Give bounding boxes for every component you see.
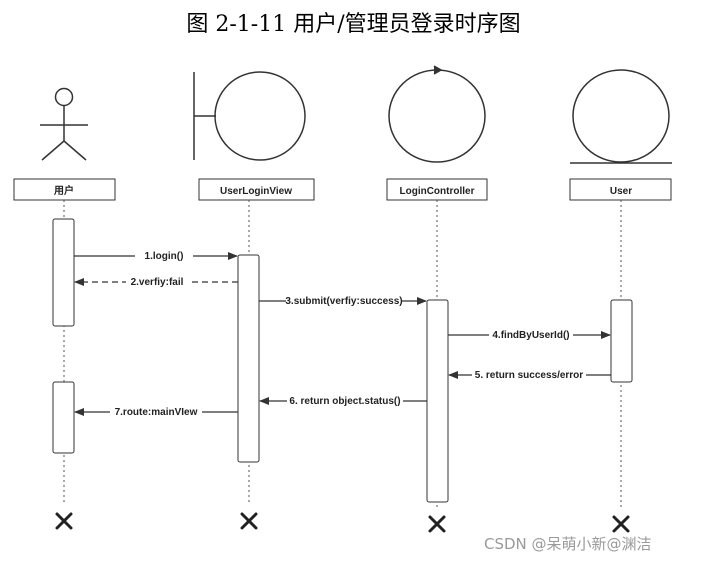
participant-box-user: 用户 xyxy=(13,178,116,201)
control-icon xyxy=(388,65,486,163)
message-label-7: 7.route:mainVIew xyxy=(115,407,198,418)
watermark: CSDN @呆萌小新@渊洁 xyxy=(484,535,652,553)
activation-bar xyxy=(426,299,449,503)
activation-bar xyxy=(52,218,75,327)
participant-label: LoginController xyxy=(400,186,475,197)
boundary-icon xyxy=(193,71,306,161)
activation-bar xyxy=(237,254,260,463)
participant-box-userloginview: UserLoginView xyxy=(198,178,315,201)
message-label-1: 1.login() xyxy=(145,251,184,262)
activation-bar xyxy=(610,299,633,383)
destroy-x-icon xyxy=(240,512,258,530)
destroy-x-icon xyxy=(55,512,73,530)
participant-label: UserLoginView xyxy=(220,186,292,197)
participant-label: 用户 xyxy=(53,184,74,197)
entity-icon xyxy=(570,69,672,164)
participant-box-logincontroller: LoginController xyxy=(386,178,488,201)
diagram-title: 图 2-1-11 用户/管理员登录时序图 xyxy=(186,12,521,37)
destroy-x-icon xyxy=(612,515,630,533)
participant-box-user-entity: User xyxy=(569,178,672,201)
message-label-4: 4.findByUserId() xyxy=(492,330,569,341)
actor-icon xyxy=(40,87,88,161)
activation-bar xyxy=(52,381,75,454)
destroy-x-icon xyxy=(428,515,446,533)
message-label-6: 6. return object.status() xyxy=(289,396,400,407)
message-label-3: 3.submit(verfiy:success) xyxy=(285,296,402,307)
message-label-2: 2.verfiy:fail xyxy=(131,277,184,288)
participant-label: User xyxy=(610,186,632,197)
message-label-5: 5. return success/error xyxy=(475,370,583,381)
